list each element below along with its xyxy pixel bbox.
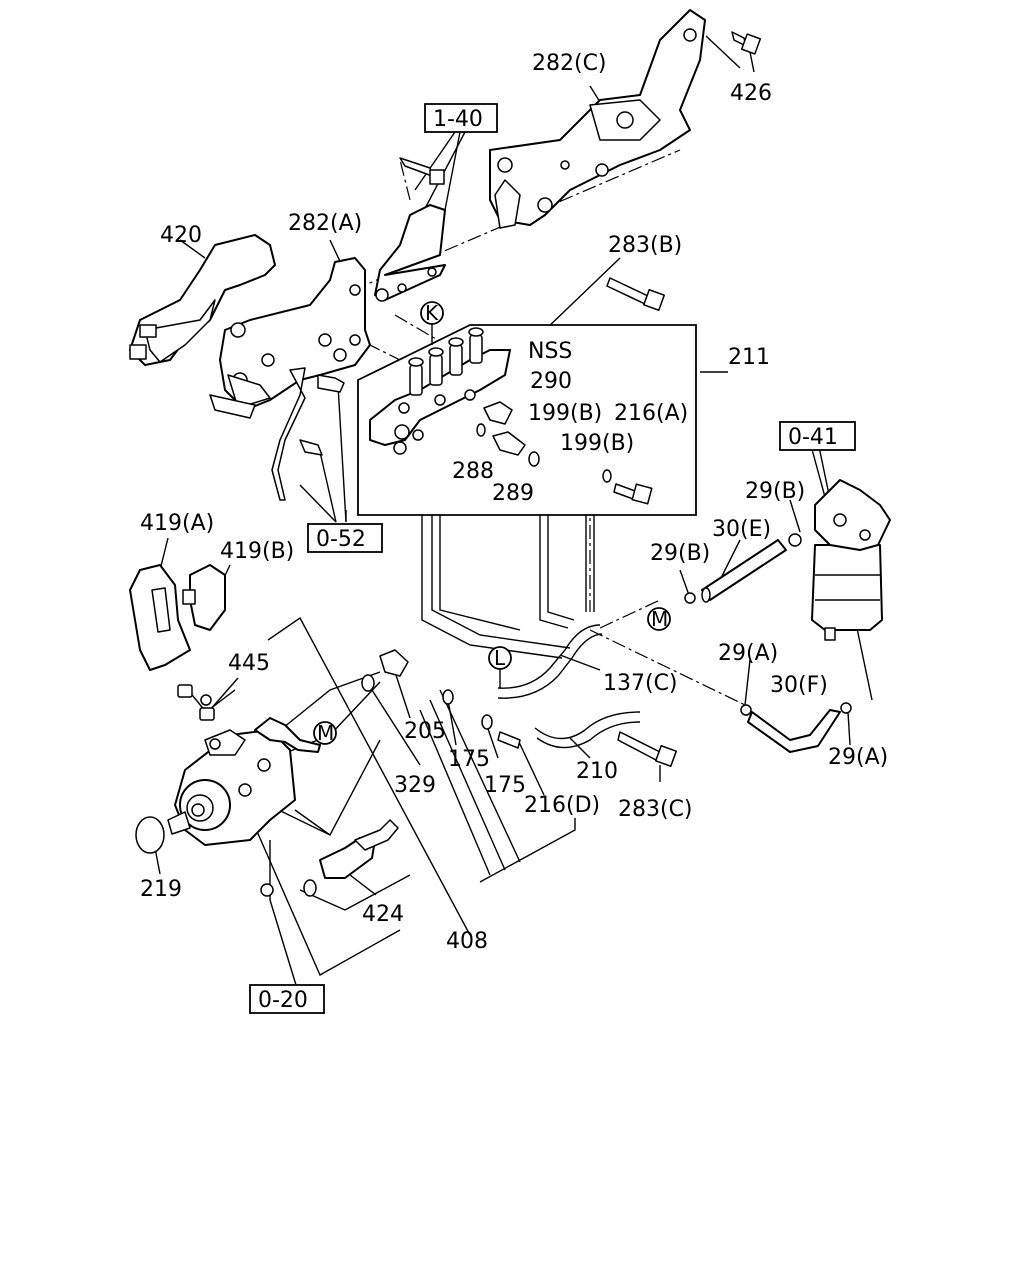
- label-175-1: 175: [448, 747, 490, 772]
- label-329: 329: [394, 773, 436, 798]
- label-282c: 282(C): [532, 51, 607, 76]
- washer-175b: [481, 714, 493, 730]
- label-445: 445: [228, 651, 270, 676]
- ref-box-1-40[interactable]: 1-40: [424, 103, 498, 133]
- label-nss: NSS: [528, 339, 572, 364]
- label-408: 408: [446, 929, 488, 954]
- label-29b-2: 29(B): [650, 541, 710, 566]
- label-282a: 282(A): [288, 211, 362, 236]
- bolt-283b: [606, 277, 666, 312]
- part-labels: 282(C) 426 420 282(A) 283(B) NSS 211 290…: [140, 51, 888, 954]
- parts-419: [129, 564, 226, 671]
- hose-30f: [747, 709, 841, 753]
- callout-k: K: [420, 301, 444, 325]
- callout-m1: M: [647, 607, 671, 631]
- ref-label-1-40: 1-40: [433, 107, 483, 132]
- label-210: 210: [576, 759, 618, 784]
- bracket-1-40-part: [374, 157, 446, 302]
- label-205: 205: [404, 719, 446, 744]
- callout-m2-text: M: [317, 721, 334, 745]
- fuel-pump: [167, 717, 321, 846]
- label-290: 290: [530, 369, 572, 394]
- callout-l: L: [488, 646, 512, 670]
- ref-box-0-41[interactable]: 0-41: [779, 421, 856, 451]
- fuel-filter: [811, 479, 891, 641]
- nut-408: [260, 883, 274, 897]
- callout-l-text: L: [494, 646, 506, 670]
- o-ring-219: [135, 816, 165, 854]
- bracket-282c: [489, 9, 706, 229]
- label-283c: 283(C): [618, 797, 693, 822]
- label-289: 289: [492, 481, 534, 506]
- clamps: [684, 533, 852, 716]
- rod: [271, 367, 345, 501]
- label-424: 424: [362, 902, 404, 927]
- fitting-205: [361, 649, 409, 692]
- washer-175a: [442, 689, 454, 705]
- ref-label-0-52: 0-52: [316, 527, 366, 552]
- callout-m1-text: M: [651, 607, 668, 631]
- label-420: 420: [160, 223, 202, 248]
- ref-box-0-52[interactable]: 0-52: [307, 523, 383, 553]
- bolts-445: [177, 684, 215, 721]
- ref-box-0-20[interactable]: 0-20: [249, 984, 325, 1014]
- label-175-2: 175: [484, 773, 526, 798]
- label-30f: 30(F): [770, 673, 828, 698]
- bracket-420: [129, 234, 276, 366]
- label-30e: 30(E): [712, 517, 771, 542]
- callout-m2: M: [313, 721, 337, 745]
- label-216a: 216(A): [614, 401, 688, 426]
- label-29a-2: 29(A): [828, 745, 888, 770]
- label-29a-1: 29(A): [718, 641, 778, 666]
- callout-k-text: K: [425, 301, 439, 325]
- label-137c: 137(C): [603, 671, 678, 696]
- label-288: 288: [452, 459, 494, 484]
- label-211: 211: [728, 345, 770, 370]
- label-419b: 419(B): [220, 539, 294, 564]
- label-216d: 216(D): [524, 793, 600, 818]
- ref-label-0-20: 0-20: [258, 988, 308, 1013]
- sensor-424: [303, 819, 399, 897]
- label-426: 426: [730, 81, 772, 106]
- label-419a: 419(A): [140, 511, 214, 536]
- bolt-216d: [497, 731, 521, 749]
- label-219: 219: [140, 877, 182, 902]
- bracket-282a: [209, 257, 371, 419]
- bolt-283c: [617, 731, 678, 768]
- label-199b-1: 199(B): [528, 401, 602, 426]
- hose-30e: [701, 539, 787, 603]
- assembly-box-211: [357, 324, 697, 516]
- bolt-426: [731, 31, 762, 55]
- label-283b: 283(B): [608, 233, 682, 258]
- label-29b-1: 29(B): [745, 479, 805, 504]
- ref-label-0-41: 0-41: [788, 425, 838, 450]
- label-199b-2: 199(B): [560, 431, 634, 456]
